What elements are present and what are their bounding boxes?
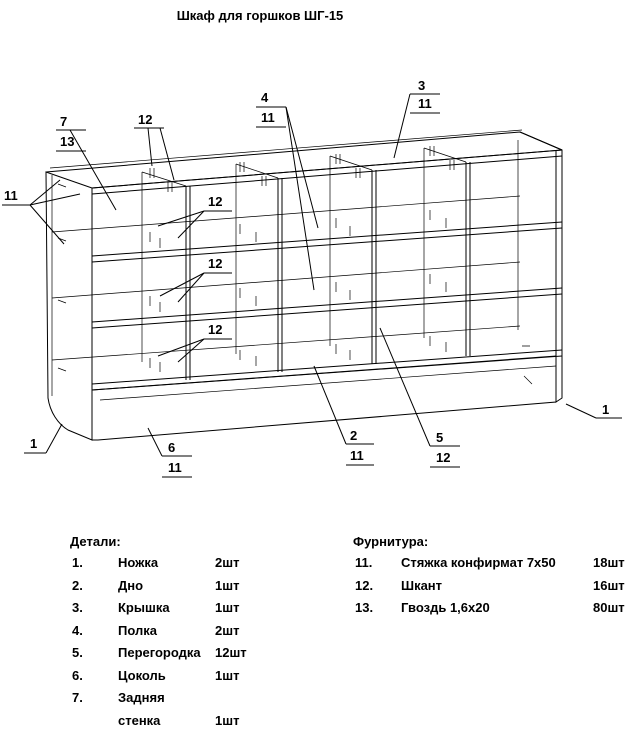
list-item: 1. Ножка 2шт (72, 555, 240, 570)
hardware-list: Фурнитура: 11. Стяжка конфирмат 7х50 18ш… (353, 532, 625, 620)
svg-text:3: 3 (418, 78, 425, 93)
parts-list: Детали: 1. Ножка 2шт 2. Дно 1шт 3. Крышк… (70, 532, 247, 732)
list-item: 3. Крышка 1шт (72, 600, 240, 615)
list-item: 5. Перегородка 12шт (72, 645, 247, 660)
callout-2-11: 2 11 (313, 365, 374, 466)
list-item: 7. Задняя (72, 690, 165, 705)
svg-text:11: 11 (168, 460, 182, 475)
list-item: 12. Шкант 16шт (355, 577, 625, 593)
fastener-marks (57, 146, 533, 385)
callout-12-row1: 12 (157, 194, 232, 239)
plinth (91, 355, 557, 441)
svg-text:1: 1 (30, 436, 37, 451)
svg-text:6: 6 (168, 440, 175, 455)
svg-text:11: 11 (418, 96, 432, 111)
callout-12-top: 12 (134, 112, 175, 181)
list-item: 6. Цоколь 1шт (72, 667, 240, 683)
top-panel (45, 131, 563, 189)
svg-text:4: 4 (261, 90, 269, 105)
svg-text:13: 13 (60, 134, 74, 149)
svg-text:2: 2 (350, 428, 357, 443)
svg-text:12: 12 (208, 194, 222, 209)
callout-4-11: 4 11 (256, 90, 319, 291)
svg-text:12: 12 (436, 450, 450, 465)
svg-text:11: 11 (350, 448, 364, 463)
svg-text:5: 5 (436, 430, 443, 445)
cabinet-assembly-drawing: 3 11 4 11 7 13 12 11 12 (2, 78, 622, 478)
callout-12-row3: 12 (157, 322, 232, 363)
list-item: 4. Полка 2шт (72, 622, 240, 638)
list-item: 2. Дно 1шт (72, 577, 240, 593)
svg-text:11: 11 (261, 110, 275, 125)
svg-text:1: 1 (602, 402, 609, 417)
svg-text:7: 7 (60, 114, 67, 129)
hardware-header: Фурнитура: (353, 534, 429, 549)
callout-1-right: 1 (565, 402, 622, 419)
svg-text:11: 11 (4, 188, 18, 203)
callout-5-12: 5 12 (379, 327, 460, 468)
callout-12-row2: 12 (159, 256, 232, 303)
svg-text:12: 12 (208, 322, 222, 337)
callout-7-13: 7 13 (56, 114, 117, 211)
left-side-panel (45, 171, 93, 441)
parts-header: Детали: (70, 534, 121, 549)
callout-11-left: 11 (2, 179, 81, 245)
svg-text:12: 12 (208, 256, 222, 271)
cabinet-body (45, 129, 563, 441)
list-item: 13. Гвоздь 1,6х20 80шт (355, 600, 625, 615)
partitions (141, 140, 519, 380)
callout-6-11: 6 11 (147, 427, 192, 478)
callout-3-11: 3 11 (393, 78, 440, 159)
callout-1-left: 1 (24, 423, 63, 454)
svg-text:12: 12 (138, 112, 152, 127)
list-item: 11. Стяжка конфирмат 7х50 18шт (355, 555, 625, 570)
drawing-title: Шкаф для горшков ШГ-15 (176, 8, 344, 23)
list-item: стенка 1шт (118, 712, 240, 728)
